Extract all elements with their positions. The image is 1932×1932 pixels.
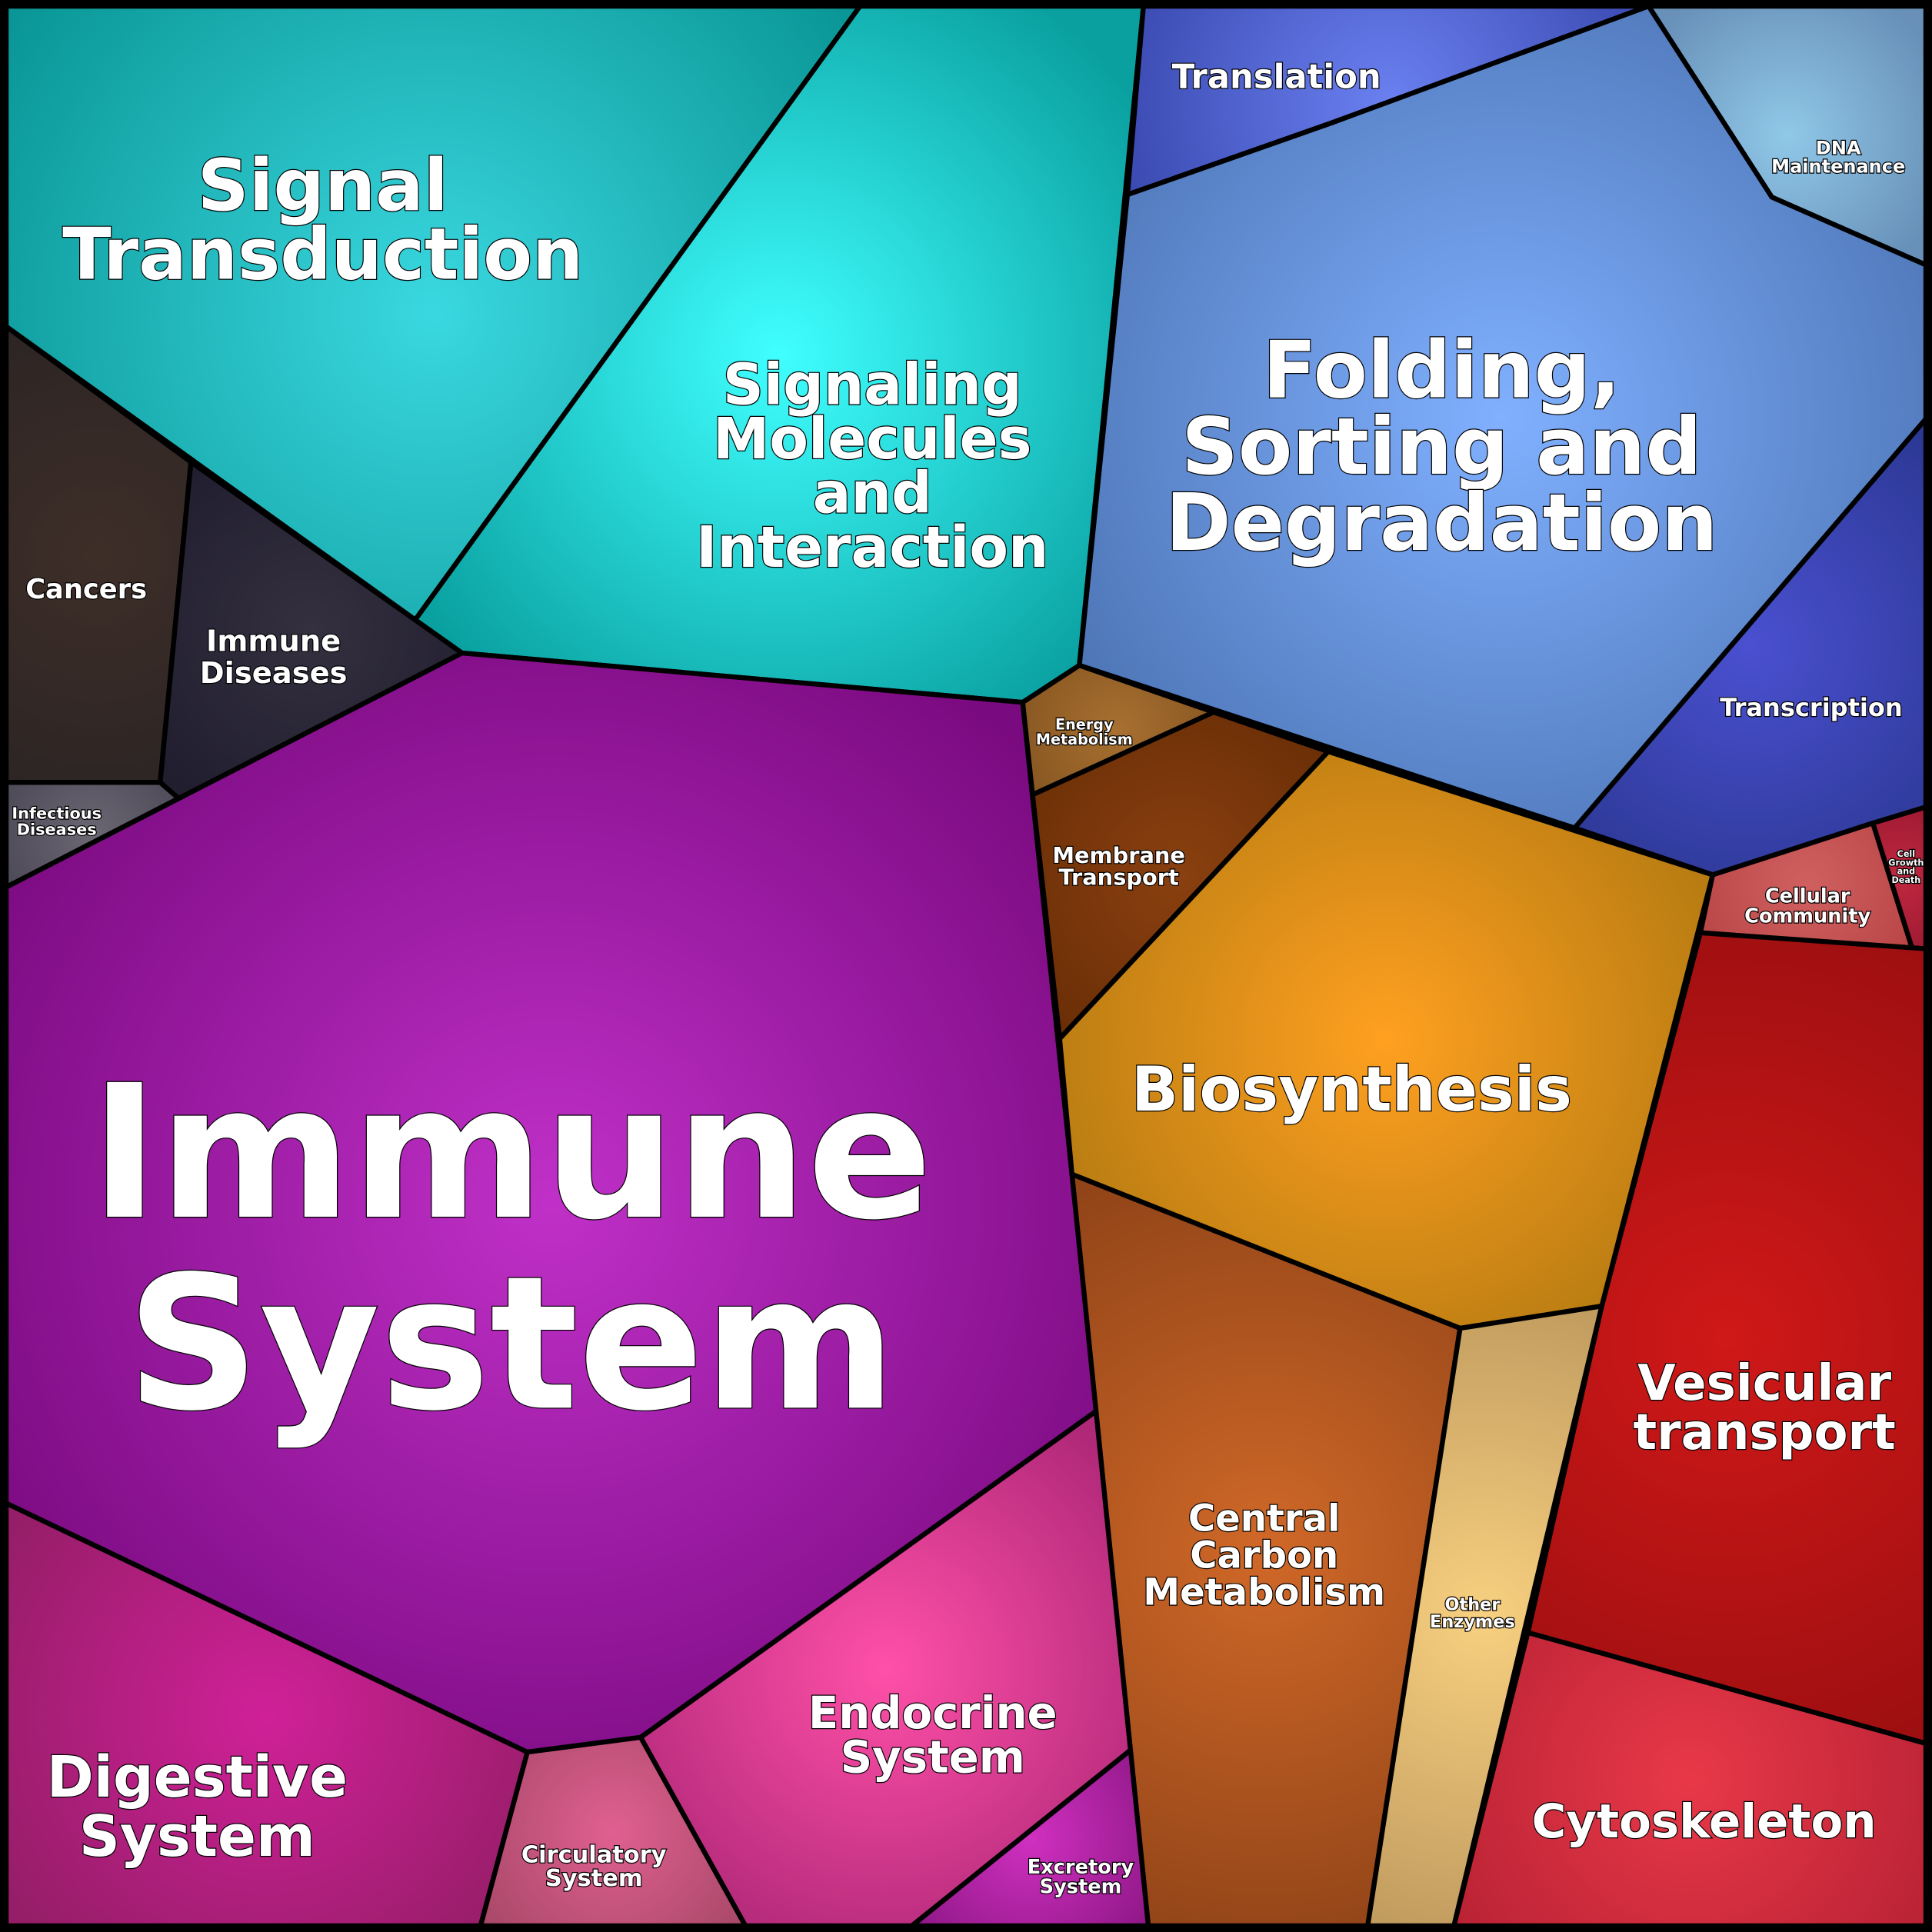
label-line: Metabolism	[1036, 731, 1133, 748]
label-line: Membrane	[1052, 842, 1185, 868]
label-line: Growth	[1888, 858, 1924, 868]
label-line: Biosynthesis	[1131, 1054, 1572, 1125]
label-line: and	[813, 461, 932, 527]
label-line: Death	[1891, 875, 1920, 885]
label-line: Carbon	[1190, 1534, 1338, 1577]
region-cytoskeleton[interactable]	[1451, 1630, 1929, 1929]
label-line: Maintenance	[1771, 156, 1905, 178]
label-line: Vesicular	[1637, 1355, 1891, 1412]
label-line: Excretory	[1028, 1856, 1134, 1879]
label-line: transport	[1633, 1404, 1895, 1461]
label-cytoskeleton: Cytoskeleton	[1532, 1794, 1877, 1849]
region-folding-sorting-degradation[interactable]	[1077, 3, 1929, 831]
label-line: Energy	[1055, 716, 1114, 734]
label-line: Cell	[1897, 849, 1916, 859]
label-line: Cytoskeleton	[1532, 1794, 1877, 1849]
label-line: Signaling	[723, 353, 1022, 418]
label-line: Immune	[90, 1045, 932, 1261]
label-line: Endocrine	[808, 1687, 1058, 1739]
label-line: Other	[1444, 1595, 1500, 1615]
label-line: Molecules	[713, 407, 1031, 472]
label-cancers: Cancers	[25, 574, 147, 605]
label-line: Transduction	[62, 213, 583, 296]
label-line: System	[841, 1731, 1025, 1784]
label-line: Sorting and	[1181, 401, 1702, 493]
label-translation: Translation	[1172, 58, 1381, 96]
label-line: Signal	[198, 144, 448, 227]
label-line: System	[1040, 1876, 1122, 1899]
label-line: Immune	[206, 625, 341, 659]
label-line: Infectious	[12, 804, 102, 823]
label-line: Cancers	[25, 574, 147, 605]
label-line: Transport	[1059, 864, 1180, 891]
label-line: Circulatory	[521, 1842, 667, 1869]
label-line: DNA	[1816, 138, 1861, 159]
label-transcription: Transcription	[1720, 693, 1902, 722]
label-line: Community	[1744, 904, 1870, 928]
label-line: Cellular	[1765, 885, 1850, 908]
label-line: Metabolism	[1143, 1571, 1385, 1614]
label-biosynthesis: Biosynthesis	[1131, 1054, 1572, 1125]
label-line: System	[545, 1865, 643, 1892]
label-line: Translation	[1172, 58, 1381, 96]
label-line: System	[126, 1236, 896, 1451]
label-line: Diseases	[17, 820, 97, 838]
label-line: System	[79, 1804, 315, 1870]
label-line: Diseases	[200, 656, 348, 691]
label-line: Central	[1188, 1497, 1341, 1541]
label-line: Degradation	[1165, 478, 1717, 569]
label-line: Digestive	[47, 1745, 348, 1810]
label-line: and	[1897, 867, 1916, 877]
label-line: Interaction	[696, 515, 1048, 581]
label-line: Transcription	[1720, 693, 1902, 722]
label-line: Folding,	[1263, 325, 1621, 416]
label-line: Enzymes	[1430, 1612, 1515, 1632]
